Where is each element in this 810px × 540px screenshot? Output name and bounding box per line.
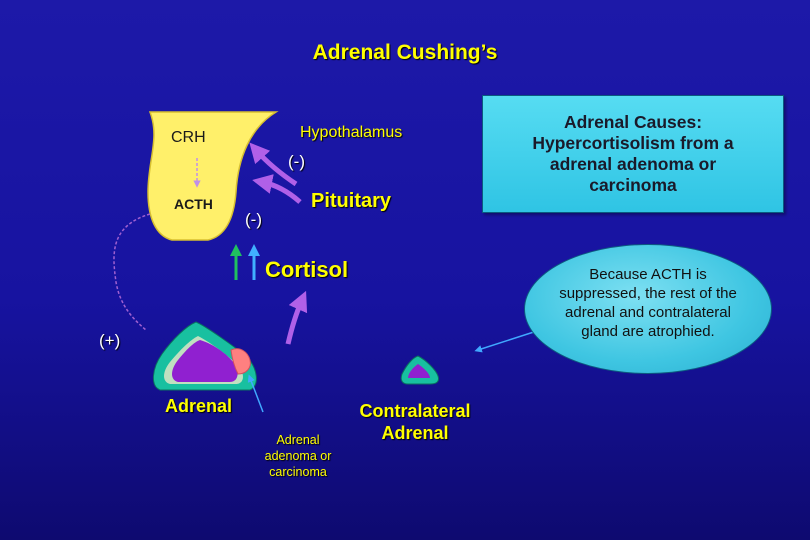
acth-stimulation-dashed-path	[113, 213, 151, 331]
adrenal-causes-text: Adrenal Causes: Hypercortisolism from a …	[532, 112, 734, 195]
note-pointer-line	[474, 329, 541, 353]
adenoma-label-line3: carcinoma	[269, 465, 327, 479]
adenoma-label-line2: adenoma or	[264, 449, 332, 463]
pituitary-label: Pituitary	[311, 190, 392, 212]
adrenal-causes-callout: Adrenal Causes: Hypercortisolism from a …	[482, 95, 784, 213]
contralateral-label-line2: Adrenal	[381, 423, 449, 443]
adenoma-pointer-line	[247, 374, 264, 413]
hypothalamus-label: Hypothalamus	[300, 124, 403, 141]
contralateral-adrenal-label: Contralateral Adrenal	[340, 400, 490, 444]
cortisol-up-arrowhead-green	[230, 244, 242, 256]
adrenal-label: Adrenal	[165, 396, 233, 416]
adenoma-label-line1: Adrenal	[276, 433, 320, 447]
adenoma-to-cortisol-arrow	[285, 290, 308, 345]
neg-feedback-pituitary: (-)	[245, 210, 262, 229]
atrophy-note-oval: Because ACTH is suppressed, the rest of …	[524, 244, 772, 374]
slide-title: Adrenal Cushing’s	[312, 41, 498, 64]
contralateral-adrenal-inner	[408, 364, 430, 378]
crh-label: CRH	[171, 129, 206, 146]
adrenal-tumor-edge	[230, 348, 251, 375]
neg-feedback-hypothalamus: (-)	[288, 152, 305, 171]
adenoma-label: Adrenal adenoma or carcinoma	[246, 432, 350, 480]
acth-label: ACTH	[174, 196, 213, 212]
adrenal-tumor	[172, 340, 238, 382]
atrophy-note-text: Because ACTH is suppressed, the rest of …	[559, 266, 737, 340]
feedback-arrow-hypothalamus	[249, 142, 298, 187]
contralateral-label-line1: Contralateral	[359, 401, 471, 421]
feedback-arrow-pituitary	[252, 174, 302, 204]
positive-stimulation-label: (+)	[99, 331, 121, 350]
cortisol-label: Cortisol	[265, 257, 349, 282]
hypothalamus-pituitary-shape	[147, 111, 279, 241]
cortisol-up-arrowhead-blue	[248, 244, 260, 256]
